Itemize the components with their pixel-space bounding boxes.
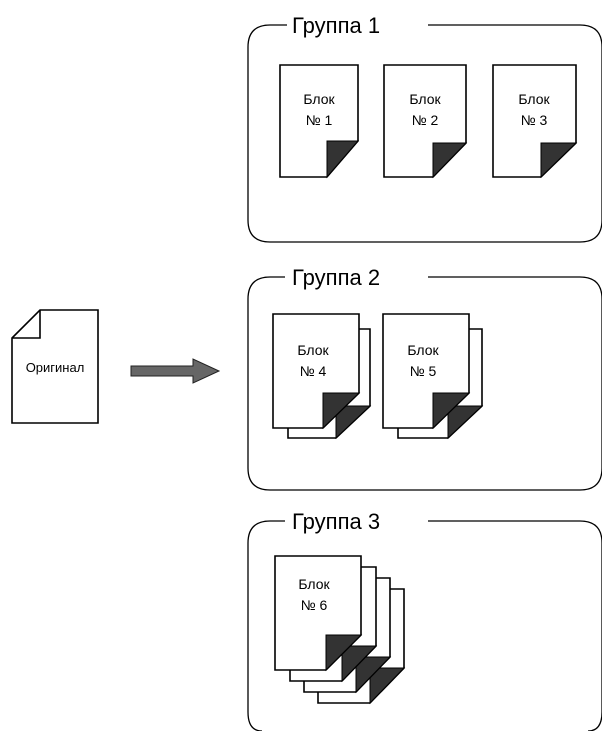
block-label-line1: Блок (297, 342, 329, 358)
block-label-line2: № 3 (521, 112, 548, 128)
page-corner-icon (325, 634, 363, 672)
block-label-line1: Блок (409, 91, 441, 107)
block-label-line2: № 6 (301, 597, 328, 613)
page-corner-icon (432, 142, 468, 179)
group-1: Группа 1 Блок № 1 Блок № 2 Блок № 3 (247, 13, 602, 243)
block-3: Блок № 3 (492, 64, 578, 179)
block-label-line1: Блок (407, 342, 439, 358)
page-corner-icon (540, 142, 578, 179)
group-title: Группа 1 (292, 13, 380, 38)
group-3: Группа 3 Блок № 6 (247, 509, 602, 731)
page-corner-icon (355, 656, 392, 694)
group-frame (247, 24, 602, 243)
block-label-line1: Блок (303, 91, 335, 107)
page-corner-icon (341, 645, 378, 683)
block-4: Блок № 4 (272, 313, 372, 440)
page-corner-icon (447, 405, 484, 440)
block-label-line2: № 1 (306, 112, 333, 128)
original-document: Оригинал (11, 309, 99, 424)
arrow-shape (130, 358, 221, 384)
block-1: Блок № 1 (279, 64, 360, 179)
block-label-line2: № 4 (300, 363, 327, 379)
page-corner-icon (322, 392, 361, 430)
page-corner-icon (326, 140, 360, 179)
group-frame (247, 520, 602, 731)
group-title: Группа 2 (292, 265, 380, 290)
page-corner-icon (369, 667, 406, 705)
group-title: Группа 3 (292, 509, 380, 534)
original-label: Оригинал (26, 360, 85, 375)
original-fold-icon (12, 310, 41, 339)
block-label-line1: Блок (298, 576, 330, 592)
page-corner-icon (335, 405, 372, 440)
arrow-icon (130, 358, 221, 384)
page-corner-icon (432, 392, 471, 430)
group-2: Группа 2 Блок № 4 Блок № 5 (247, 265, 602, 491)
block-2: Блок № 2 (383, 64, 468, 179)
block-label-line2: № 5 (410, 363, 437, 379)
block-5: Блок № 5 (382, 313, 484, 440)
block-label-line1: Блок (518, 91, 550, 107)
group-frame (247, 276, 602, 491)
block-label-line2: № 2 (412, 112, 439, 128)
block-6: Блок № 6 (274, 555, 406, 705)
